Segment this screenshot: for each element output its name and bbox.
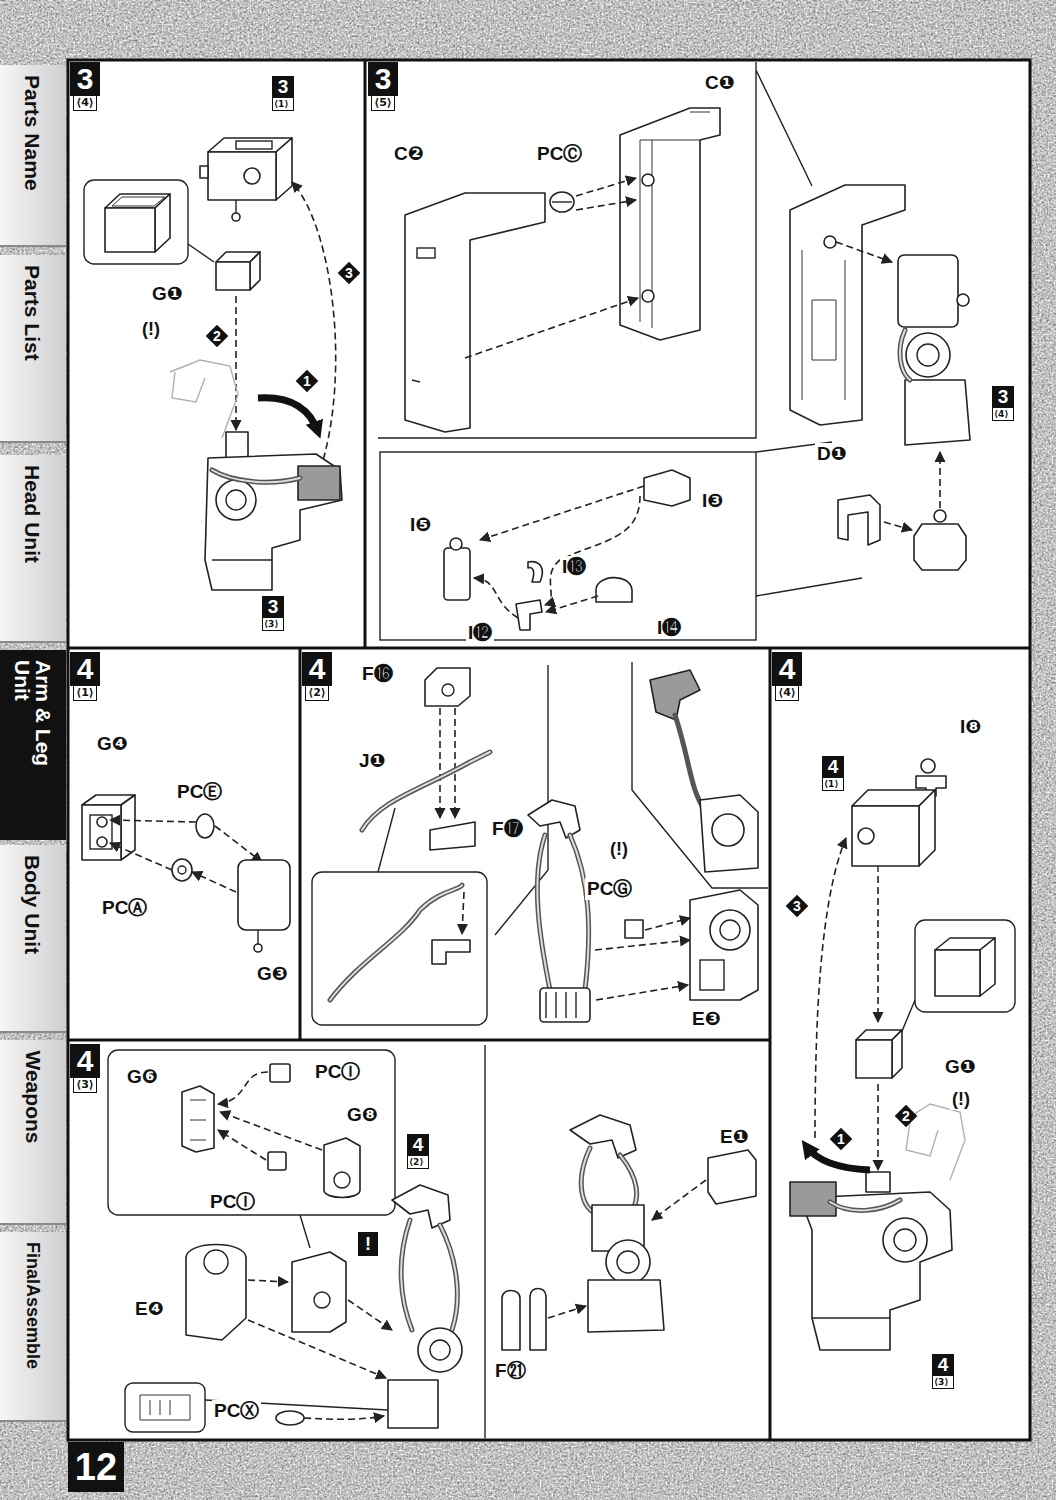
- sub-step-number: ⟨1⟩: [73, 686, 97, 701]
- part-label: C❶: [703, 72, 737, 94]
- sub-step-number: ⟨3⟩: [73, 1078, 97, 1093]
- part-label: G❹: [95, 733, 130, 755]
- tab-label: Weapons: [0, 1046, 66, 1219]
- step-reference: 4⟨2⟩: [407, 1134, 429, 1169]
- step-heading: 4⟨3⟩: [70, 1044, 100, 1093]
- callout-number: 1: [830, 1128, 852, 1150]
- step-number: 4: [407, 1134, 429, 1156]
- step-number: 3: [992, 386, 1014, 408]
- step-number: 4: [70, 1044, 100, 1078]
- step-number: 4: [932, 1354, 954, 1376]
- part-label: J❶: [357, 750, 388, 772]
- page-number-box: 12: [68, 1442, 124, 1492]
- tab-label: Parts List: [0, 261, 66, 437]
- callout-number: 2: [206, 325, 228, 347]
- part-label: G❶: [943, 1056, 978, 1078]
- sub-step-number: ⟨3⟩: [262, 618, 284, 631]
- part-label: G❻: [125, 1066, 160, 1088]
- step-number: 3: [70, 62, 100, 96]
- part-label: D❶: [815, 443, 849, 465]
- part-label: G❶: [150, 283, 185, 305]
- part-label: I❸: [700, 490, 725, 512]
- part-label: F㉑: [493, 1360, 528, 1382]
- callout-number: 3: [338, 262, 360, 284]
- sub-step-number: ⟨2⟩: [305, 686, 329, 701]
- caution-mark: (!): [608, 838, 630, 860]
- step-number: 4: [70, 652, 100, 686]
- part-label: E❸: [690, 1008, 723, 1030]
- part-label: I❽: [958, 716, 983, 738]
- part-label: PCⒾ: [313, 1061, 362, 1083]
- tab-label: Parts Name: [0, 71, 66, 241]
- step-number: 4: [772, 652, 802, 686]
- step-reference: 3⟨4⟩: [992, 386, 1014, 421]
- step-reference: 4⟨1⟩: [822, 756, 844, 791]
- part-label: I❺: [408, 514, 433, 536]
- part-label: PCⒾ: [208, 1191, 257, 1213]
- step-number: 3: [368, 62, 398, 96]
- part-label: G❽: [345, 1104, 380, 1126]
- part-label: E❹: [133, 1298, 166, 1320]
- tab-label: FinalAssemble: [0, 1238, 66, 1416]
- step-reference: 4⟨3⟩: [932, 1354, 954, 1389]
- step-reference: 3⟨3⟩: [262, 596, 284, 631]
- caution-mark: (!): [140, 318, 162, 340]
- part-label: C❷: [392, 143, 426, 165]
- tab-label: Head Unit: [0, 461, 66, 637]
- part-label: F⓱: [490, 818, 525, 840]
- part-label: PCⓍ: [212, 1400, 261, 1422]
- tab-label: Body Unit: [0, 851, 66, 1027]
- step-heading: 3⟨5⟩: [368, 62, 398, 111]
- section-tab: Parts List: [0, 255, 66, 443]
- part-label: PCⒺ: [175, 781, 224, 803]
- sub-step-number: ⟨4⟩: [775, 686, 799, 701]
- part-label: F⓰: [360, 663, 395, 685]
- step-heading: 4⟨4⟩: [772, 652, 802, 701]
- step-heading: 4⟨2⟩: [302, 652, 332, 701]
- caution-mark: !: [358, 1232, 378, 1256]
- part-label: G❸: [255, 963, 290, 985]
- section-tab: Body Unit: [0, 845, 66, 1033]
- sub-step-number: ⟨3⟩: [932, 1376, 954, 1389]
- step-number: 3: [262, 596, 284, 618]
- step-number: 4: [822, 756, 844, 778]
- sub-step-number: ⟨4⟩: [73, 96, 97, 111]
- part-label: PCⒸ: [535, 143, 584, 165]
- section-tab: Arm & Leg Unit: [0, 650, 66, 840]
- tab-label: Arm & Leg Unit: [0, 656, 66, 784]
- sub-step-number: ⟨2⟩: [407, 1156, 429, 1169]
- part-label: E❶: [718, 1126, 751, 1148]
- part-label: I⓬: [466, 622, 494, 644]
- section-tab: Weapons: [0, 1040, 66, 1225]
- part-label: I⓭: [560, 556, 588, 578]
- step-heading: 3⟨4⟩: [70, 62, 100, 111]
- step-number: 3: [272, 76, 294, 98]
- step-number: 4: [302, 652, 332, 686]
- sub-step-number: ⟨1⟩: [272, 98, 294, 111]
- caution-mark: (!): [950, 1088, 972, 1110]
- step-reference: 3⟨1⟩: [272, 76, 294, 111]
- sub-step-number: ⟨4⟩: [992, 408, 1014, 421]
- callout-number: 1: [296, 370, 318, 392]
- callout-number: 3: [786, 895, 808, 917]
- section-tab: Head Unit: [0, 455, 66, 643]
- section-tab: FinalAssemble: [0, 1232, 66, 1422]
- sub-step-number: ⟨1⟩: [822, 778, 844, 791]
- page-number: 12: [75, 1447, 117, 1487]
- step-heading: 4⟨1⟩: [70, 652, 100, 701]
- part-label: PCⒶ: [100, 897, 149, 919]
- section-tab: Parts Name: [0, 65, 66, 247]
- sub-step-number: ⟨5⟩: [371, 96, 395, 111]
- part-label: I⓮: [655, 617, 683, 639]
- callout-number: 2: [895, 1105, 917, 1127]
- part-label: PCⒼ: [585, 878, 634, 900]
